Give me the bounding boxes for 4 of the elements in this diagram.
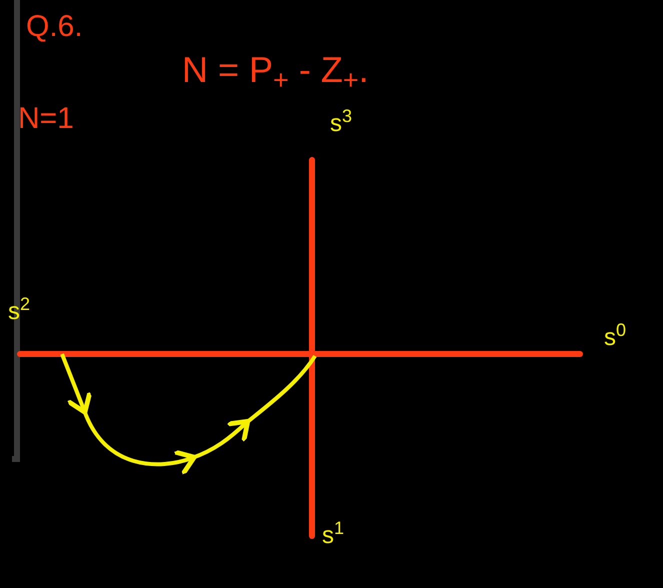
axis-label: s$^{1}$: [322, 524, 344, 548]
question-title: Q.6.: [26, 12, 83, 42]
equation-text: N = P$_{+}$ - Z$_{+}$.: [182, 52, 369, 88]
equation-text: N=1: [18, 104, 74, 134]
